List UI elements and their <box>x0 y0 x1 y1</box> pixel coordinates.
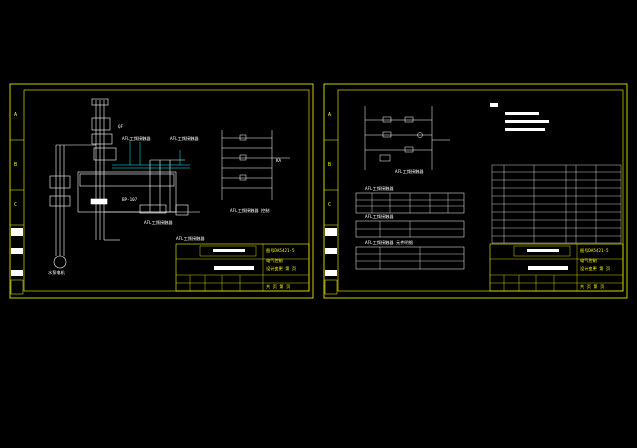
parameter-table-3[interactable]: AFL工频接触器 元件明细 <box>355 239 465 270</box>
drawing-sheet-left: 共 页 第 页 <box>266 283 290 290</box>
row-label-a-right: A <box>328 112 331 118</box>
soft-start-caption: AFL工频接触器 <box>170 135 199 142</box>
drawing-name-left: 电气控制 <box>266 257 283 264</box>
table2-title: AFL工频接触器 <box>365 213 394 220</box>
drawing-version-right: 设计变更 第 页 <box>580 265 610 272</box>
bom-table[interactable] <box>491 164 622 244</box>
drawing-name-right: 电气控制 <box>580 257 597 264</box>
bypass-label: QF <box>118 124 124 129</box>
row-label-b: B <box>14 162 17 168</box>
control-ladder-left[interactable]: KA <box>221 130 290 200</box>
drawing-version-left: 设计变更 第 页 <box>266 265 296 272</box>
row-label-c-right: C <box>328 202 331 208</box>
row-label-b-right: B <box>328 162 331 168</box>
circuit-caption-right: AFL工频接触器 <box>395 168 424 175</box>
sheet-right-inner-frame <box>337 89 624 292</box>
table3-title: AFL工频接触器 元件明细 <box>365 239 413 246</box>
drawing-sheet-right: 共 页 第 页 <box>580 283 604 290</box>
title-block-right[interactable]: 图号DA5421-5 电气控制 设计变更 第 页 共 页 第 页 <box>489 243 624 292</box>
drawing-number-left: 图号DA5421-5 <box>266 248 295 254</box>
parameter-table-1[interactable]: AFL工频接触器 <box>355 185 465 214</box>
drawing-number-right: 图号DA5421-5 <box>580 248 609 254</box>
inverter-io-wires <box>112 140 190 169</box>
sheet-right-outer-frame <box>323 83 628 299</box>
sheet-right[interactable]: A B C AFL工频接触器 <box>323 83 628 299</box>
inverter-model-label: BP-107 <box>122 197 138 202</box>
row-label-a: A <box>14 112 17 118</box>
motor-caption: 水泵电机 <box>48 269 66 276</box>
contactor-caption: AFL工频接触器 <box>122 135 151 142</box>
terminal-caption: AFL工频接触器 <box>144 219 173 226</box>
control-caption: AFL工频接触器 <box>176 235 205 242</box>
ladder-caption: AFL工频接触器 控制 <box>230 207 269 214</box>
left-strip-stamps <box>10 228 24 295</box>
sheet-left[interactable]: A B C <box>9 83 314 299</box>
svg-text:KA: KA <box>276 158 282 163</box>
table1-title: AFL工频接触器 <box>365 185 394 192</box>
right-strip-stamps <box>324 228 338 295</box>
sheet-left-inner-frame <box>23 89 310 292</box>
title-block-left[interactable]: 图号DA5421-5 电气控制 设计变更 第 页 共 页 第 页 <box>175 243 310 292</box>
power-schematic[interactable] <box>49 98 200 269</box>
notes-block <box>490 103 549 131</box>
control-circuit-right[interactable] <box>364 106 450 170</box>
row-label-c: C <box>14 202 17 208</box>
parameter-table-2[interactable]: AFL工频接触器 <box>355 213 465 238</box>
sheet-left-outer-frame <box>9 83 314 299</box>
